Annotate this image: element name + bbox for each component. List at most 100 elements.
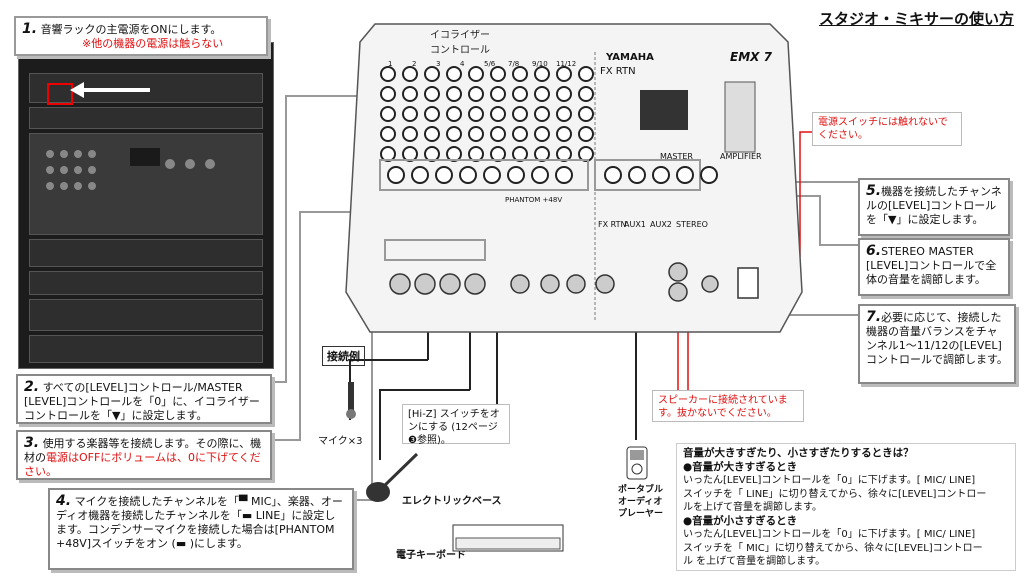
eq-label-line1: イコライザー [430, 30, 490, 41]
step-3-number: 3. [24, 435, 40, 451]
power-switch-warning: 電源スイッチには触れないでください。 [812, 112, 962, 146]
eq-knob [446, 66, 462, 82]
microphone-icon [346, 382, 356, 419]
step-4-number: 4. [56, 493, 72, 509]
step-4-box: 4. マイクを接続したチャンネルを「▀ MIC」、楽器、オーディオ機器を接続した… [48, 488, 354, 570]
eq-knob [424, 106, 440, 122]
step-7-box: 7.必要に応じて、接続した機器の音量バランスをチャンネル1～11/12の[LEV… [858, 304, 1016, 384]
channel-number: 2 [412, 60, 417, 68]
level-knob [411, 166, 429, 184]
eq-knob [424, 146, 440, 162]
channel-number: 7/8 [508, 60, 520, 68]
eq-knob [512, 86, 528, 102]
phantom-label: PHANTOM +48V [505, 196, 563, 204]
eq-knob [402, 86, 418, 102]
too-loud-heading: ●音量が大きすぎるとき [683, 460, 798, 473]
step-6-number: 6. [866, 243, 882, 259]
eq-knob [380, 66, 396, 82]
fx-rtn-label: FX RTN [600, 66, 636, 77]
eq-knob [534, 146, 550, 162]
eq-knob [402, 146, 418, 162]
volume-tips-heading: 音量が大きすぎたり、小さすぎたりするときは？ [683, 447, 914, 459]
eq-knob [490, 66, 506, 82]
eq-knob [446, 86, 462, 102]
level-knob [483, 166, 501, 184]
step-4-text: マイクを接続したチャンネルを「▀ MIC」、楽器、オーディオ機器を接続したチャン… [56, 495, 343, 550]
eq-knob [512, 146, 528, 162]
step-1-number: 1. [22, 21, 38, 37]
hiz-note: [Hi-Z] スイッチをオンにする (12ページ❸参照)。 [402, 404, 510, 446]
level-knob [604, 166, 622, 184]
step-5-number: 5. [866, 183, 882, 199]
eq-knob [534, 66, 550, 82]
step-5-text: 機器を接続したチャンネルの[LEVEL]コントロールを「▼」に設定します。 [866, 185, 1002, 226]
bass-guitar-icon [366, 452, 419, 502]
step-2-text: すべての[LEVEL]コントロール/MASTER [LEVEL]コントロールを「… [24, 381, 260, 422]
eq-knob [468, 86, 484, 102]
step-7-number: 7. [866, 309, 882, 325]
eq-knob [468, 146, 484, 162]
eq-knob [578, 86, 594, 102]
eq-knob [578, 126, 594, 142]
level-knob [507, 166, 525, 184]
keyboard-label: 電子キーボード [396, 550, 466, 561]
channel-number: 1 [388, 60, 393, 68]
eq-knob [512, 126, 528, 142]
eq-knob [556, 66, 572, 82]
eq-knob [424, 126, 440, 142]
step-6-text: STEREO MASTER [LEVEL]コントロールで全体の音量を調節します。 [866, 245, 997, 286]
too-soft-heading: ●音量が小さすぎるとき [683, 514, 798, 527]
volume-tips-box: 音量が大きすぎたり、小さすぎたりするときは？ ●音量が大きすぎるとき いったん[… [676, 443, 1016, 571]
eq-knob [490, 126, 506, 142]
speaker-warning: スピーカーに接続されています。抜かないでください。 [652, 390, 804, 422]
keyboard-icon [452, 524, 564, 552]
too-loud-line-1: いったん[LEVEL]コントロールを「0」に下げます。[ MIC/ LINE] [683, 475, 976, 486]
step-6-box: 6.STEREO MASTER [LEVEL]コントロールで全体の音量を調節しま… [858, 238, 1010, 296]
step-1-note: ※他の機器の電源は触らない [82, 37, 224, 50]
model-label: EMX 7 [730, 50, 772, 64]
eq-knob [534, 86, 550, 102]
electric-bass-label: エレクトリックベース [402, 496, 502, 507]
eq-knob [578, 106, 594, 122]
eq-knob [556, 146, 572, 162]
eq-label-line2: コントロール [430, 45, 490, 56]
too-soft-line-2: スイッチを「 MIC」に切り替えてから、徐々に[LEVEL]コントロー [683, 542, 983, 554]
eq-knob [380, 106, 396, 122]
eq-knob [490, 86, 506, 102]
eq-knob [556, 86, 572, 102]
portable-audio-label: ポータブルオーディオプレーヤー [618, 485, 664, 519]
eq-knob [490, 106, 506, 122]
eq-knob [446, 126, 462, 142]
eq-knob [512, 66, 528, 82]
amplifier-label: AMPLIFIER [720, 152, 762, 161]
channel-number: 11/12 [556, 60, 577, 68]
page-title: スタジオ・ミキサーの使い方 [818, 10, 1014, 28]
eq-knob [424, 86, 440, 102]
fx-rtn-jack-label: FX RTN [598, 220, 627, 229]
eq-knob [468, 66, 484, 82]
eq-knob [468, 106, 484, 122]
master-label: MASTER [660, 152, 693, 161]
too-soft-line-3: ル を上げて音量を調節します。 [683, 556, 826, 567]
main-power-switch-highlight [47, 83, 73, 105]
too-soft-line-1: いったん[LEVEL]コントロールを「0」に下げます。[ MIC/ LINE] [683, 529, 976, 540]
portable-player-icon [626, 446, 648, 480]
step-3-warning: 電源はOFFにボリュームは、0に下げてください。 [24, 451, 261, 478]
level-knob [676, 166, 694, 184]
level-knob [652, 166, 670, 184]
step-3-text: 使用する楽器等を接続します。その際に、機材の [24, 437, 262, 464]
eq-knob [402, 66, 418, 82]
audio-rack-photo [18, 42, 274, 369]
too-loud-line-2: スイッチを「 LINE」に切り替えてから、徐々に[LEVEL]コントロー [683, 488, 987, 500]
aux2-label: AUX2 [650, 220, 672, 229]
eq-knob [490, 146, 506, 162]
mixer-diagram [345, 23, 803, 333]
eq-knob [578, 146, 594, 162]
eq-knob [424, 66, 440, 82]
connection-example-label: 接続例 [322, 346, 365, 366]
channel-number: 5/6 [484, 60, 496, 68]
eq-knob [556, 106, 572, 122]
eq-knob [512, 106, 528, 122]
eq-knob [446, 146, 462, 162]
step-1-box: 1. 音響ラックの主電源をONにします。 ※他の機器の電源は触らない [14, 16, 268, 56]
